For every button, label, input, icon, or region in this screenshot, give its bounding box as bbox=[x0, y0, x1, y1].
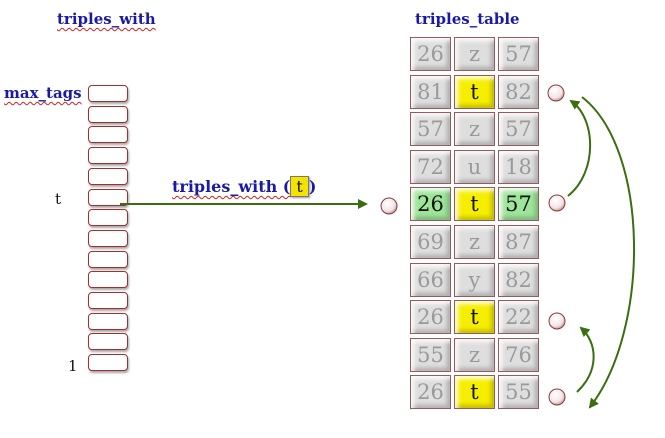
table-cell: 87 bbox=[498, 225, 539, 259]
table-cell: 82 bbox=[498, 74, 539, 109]
row-10-right-pointer bbox=[548, 388, 566, 406]
max-tags-label: max_tags bbox=[4, 84, 82, 102]
table-cell: 22 bbox=[498, 300, 539, 335]
table-cell: 57 bbox=[498, 37, 539, 71]
array-slot bbox=[88, 85, 128, 102]
table-cell: 26 bbox=[410, 300, 451, 335]
row-5-left-pointer bbox=[380, 197, 398, 215]
table-cell: t bbox=[454, 300, 495, 335]
table-cell: z bbox=[454, 337, 495, 372]
table-cell: z bbox=[454, 37, 495, 71]
one-index-label: 1 bbox=[68, 357, 78, 375]
call-close-paren: ) bbox=[308, 177, 317, 196]
table-cell: z bbox=[454, 112, 495, 147]
table-cell: 57 bbox=[498, 187, 539, 222]
row-5-right-pointer bbox=[548, 194, 566, 212]
table-cell: 18 bbox=[498, 149, 539, 184]
arrow-row10-to-row8 bbox=[576, 326, 595, 393]
row-2-right-pointer bbox=[547, 84, 565, 102]
t-index-label: t bbox=[55, 190, 62, 208]
table-cell: z bbox=[454, 225, 495, 259]
table-cell: 81 bbox=[410, 74, 451, 109]
array-slot bbox=[88, 105, 128, 123]
array-slot bbox=[88, 354, 128, 372]
triples-with-title: triples_with bbox=[57, 10, 156, 28]
table-cell: 82 bbox=[498, 262, 539, 297]
call-argument-t: t bbox=[290, 176, 309, 197]
table-cell: u bbox=[454, 149, 495, 184]
array-slot bbox=[88, 126, 128, 144]
table-cell: t bbox=[454, 187, 495, 222]
table-cell: 26 bbox=[410, 375, 451, 410]
row-8-right-pointer bbox=[548, 312, 566, 330]
arrow-row2-to-row10 bbox=[581, 96, 635, 409]
array-slot bbox=[88, 229, 128, 247]
array-slot bbox=[88, 312, 128, 330]
table-cell: 26 bbox=[410, 187, 451, 222]
table-cell: 57 bbox=[498, 112, 539, 147]
array-slot bbox=[88, 147, 128, 165]
table-cell: y bbox=[454, 262, 495, 297]
triples-with-call: triples_with (t) bbox=[172, 176, 316, 197]
arrow-row5-to-row2 bbox=[567, 99, 592, 197]
array-slot bbox=[88, 292, 128, 309]
array-slot bbox=[88, 167, 128, 185]
array-slot bbox=[88, 271, 128, 289]
array-slot bbox=[88, 209, 128, 227]
table-cell: 26 bbox=[410, 37, 451, 71]
call-function-name: triples_with ( bbox=[172, 177, 291, 196]
triples-table-title: triples_table bbox=[415, 10, 520, 28]
table-cell: 55 bbox=[498, 375, 539, 410]
array-slot bbox=[88, 333, 128, 351]
table-cell: 66 bbox=[410, 262, 451, 297]
table-cell: 72 bbox=[410, 149, 451, 184]
table-cell: t bbox=[454, 74, 495, 109]
table-cell: t bbox=[454, 375, 495, 410]
array-slot bbox=[88, 188, 128, 206]
table-cell: 69 bbox=[410, 225, 451, 259]
table-cell: 76 bbox=[498, 337, 539, 372]
table-cell: 55 bbox=[410, 337, 451, 372]
table-cell: 57 bbox=[410, 112, 451, 147]
array-slot bbox=[88, 250, 128, 268]
